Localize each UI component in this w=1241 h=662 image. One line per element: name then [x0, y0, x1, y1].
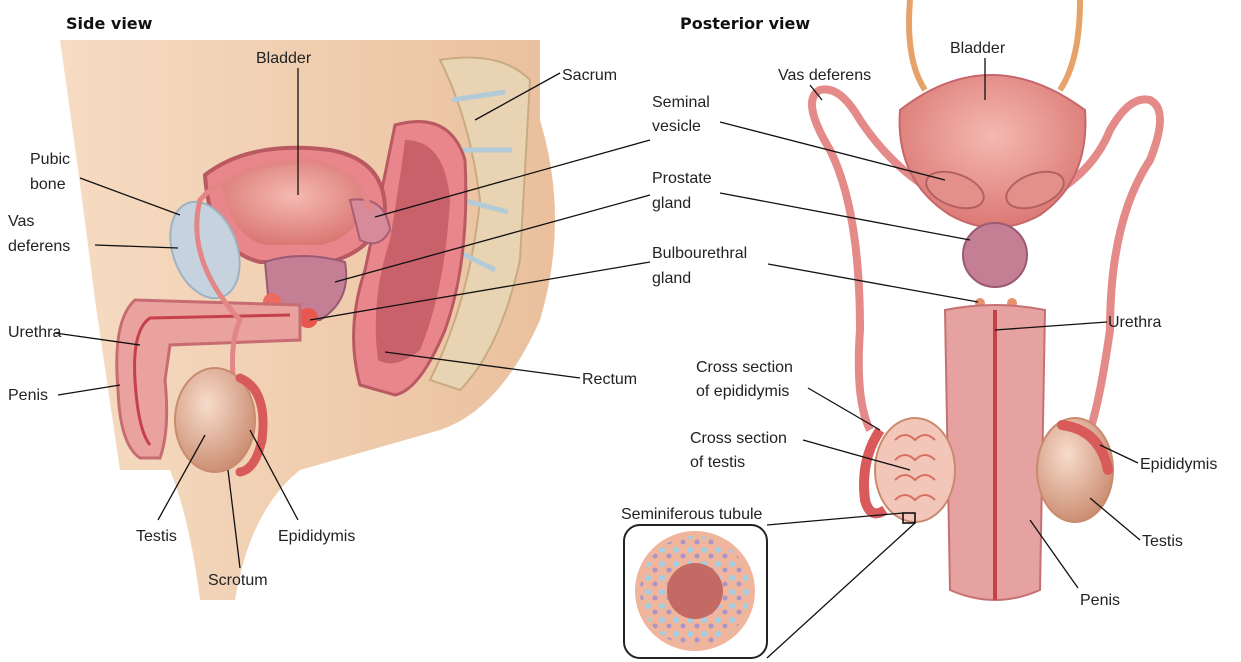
posterior-label-cs-testis-1: Cross section: [690, 430, 787, 447]
posterior-label-penis: Penis: [1080, 592, 1120, 609]
side-label-pubic-bone-2: bone: [30, 176, 66, 193]
posterior-view-title: Posterior view: [680, 14, 810, 33]
side-view: [60, 40, 555, 600]
side-label-pubic-bone-1: Pubic: [30, 151, 70, 168]
side-label-bladder: Bladder: [256, 50, 312, 67]
posterior-label-cs-epididymis-1: Cross section: [696, 359, 793, 376]
side-label-testis: Testis: [136, 528, 177, 545]
side-label-bulbourethral-1: Bulbourethral: [652, 245, 747, 262]
posterior-label-epididymis: Epididymis: [1140, 456, 1217, 473]
side-label-sacrum: Sacrum: [562, 67, 617, 84]
side-label-urethra: Urethra: [8, 324, 61, 341]
side-label-rectum: Rectum: [582, 371, 637, 388]
tubule-lumen: [667, 563, 723, 619]
posterior-label-cs-epididymis-2: of epididymis: [696, 383, 789, 400]
side-view-title: Side view: [66, 14, 153, 33]
side-label-vas-deferens-2: deferens: [8, 238, 70, 255]
posterior-label-cs-testis-2: of testis: [690, 454, 745, 471]
side-label-epididymis: Epididymis: [278, 528, 355, 545]
side-label-seminal-vesicle-2: vesicle: [652, 118, 701, 135]
posterior-prostate-organ: [963, 223, 1027, 287]
posterior-testis-cross-section: [875, 418, 955, 522]
posterior-bladder-organ: [900, 75, 1086, 228]
side-label-prostate-1: Prostate: [652, 170, 712, 187]
posterior-label-urethra: Urethra: [1108, 314, 1161, 331]
side-label-vas-deferens-1: Vas: [8, 213, 34, 230]
side-label-scrotum: Scrotum: [208, 572, 268, 589]
side-label-penis: Penis: [8, 387, 48, 404]
bladder-lumen: [222, 164, 365, 245]
side-label-bulbourethral-2: gland: [652, 270, 691, 287]
posterior-testis-right: [1037, 418, 1113, 522]
right-ureter: [1060, 0, 1080, 90]
posterior-label-testis: Testis: [1142, 533, 1183, 550]
side-label-prostate-2: gland: [652, 195, 691, 212]
posterior-label-vas-deferens: Vas deferens: [778, 67, 871, 84]
side-label-seminal-vesicle-1: Seminal: [652, 94, 710, 111]
posterior-label-bladder: Bladder: [950, 40, 1006, 57]
posterior-label-seminiferous-tubule: Seminiferous tubule: [621, 506, 763, 523]
left-ureter: [909, 0, 925, 90]
